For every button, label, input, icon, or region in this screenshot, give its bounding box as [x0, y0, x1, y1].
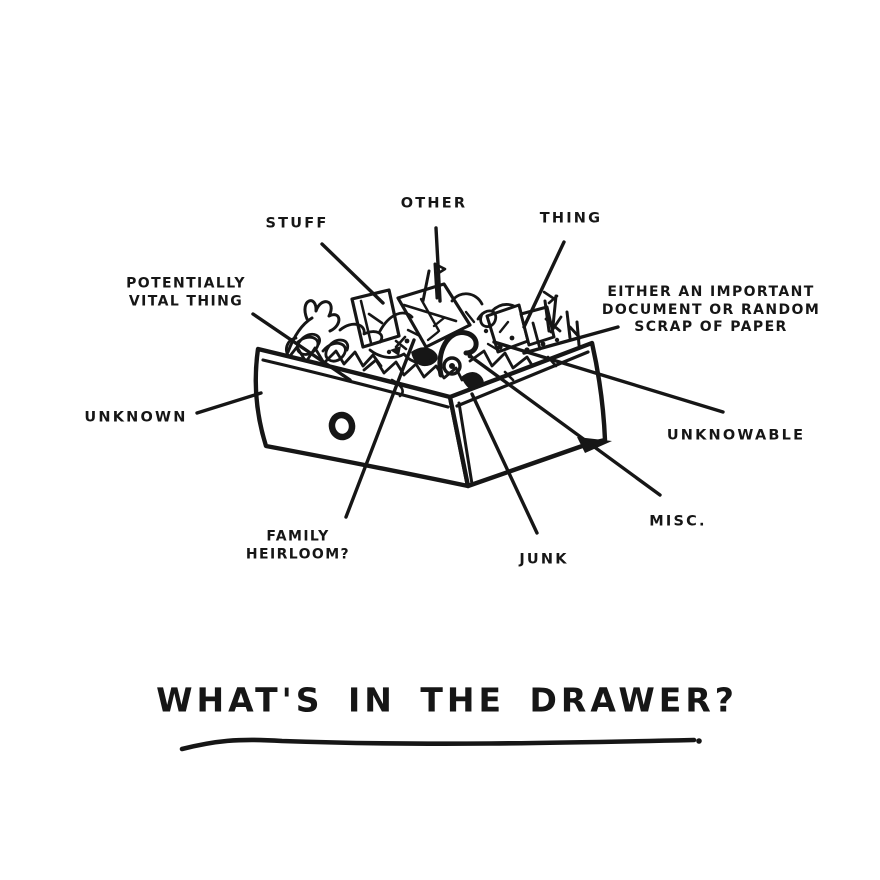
front-rim-inner-line: [261, 358, 450, 409]
label-unknowable: UNKNOWABLE: [666, 427, 806, 444]
leader-lines: [195, 226, 725, 535]
label-family-heirloom: FAMILY HEIRLOOM?: [246, 529, 350, 564]
leader-line-thing: [522, 240, 566, 329]
drawer-side-face: [447, 340, 608, 489]
label-line: POTENTIALLY: [126, 275, 246, 292]
leader-line-stuff: [320, 242, 385, 305]
leader-line-unknown: [195, 391, 263, 415]
leader-line-potentially-vital-thing: [251, 312, 352, 382]
label-stuff: STUFF: [265, 215, 329, 232]
label-unknown: UNKNOWN: [84, 409, 188, 426]
label-line: HEIRLOOM?: [245, 546, 351, 562]
leader-line-misc: [468, 354, 662, 497]
label-line: VITAL THING: [128, 293, 244, 309]
label-misc: MISC.: [649, 513, 707, 530]
leader-line-junk: [470, 392, 539, 535]
corner-post-inner-line: [457, 401, 474, 486]
leader-line-family-heirloom: [344, 338, 416, 519]
drawer-knob: [328, 411, 356, 441]
label-line: EITHER AN IMPORTANT: [607, 283, 815, 300]
label-line: SCRAP OF PAPER: [634, 318, 788, 335]
label-junk: JUNK: [519, 551, 569, 568]
page-title: WHAT'S IN THE DRAWER?: [156, 680, 738, 720]
label-other: OTHER: [400, 195, 468, 212]
leader-line-other: [434, 226, 442, 303]
label-either-document: EITHER AN IMPORTANT DOCUMENT OR RANDOM S…: [602, 284, 820, 337]
label-potentially-vital-thing: POTENTIALLY VITAL THING: [126, 276, 246, 311]
leader-line-either-document: [522, 325, 620, 355]
title-underline: [179, 737, 702, 752]
leader-line-unknowable: [492, 340, 725, 414]
drawer-front-face: [253, 346, 471, 489]
side-rim-inner-line: [455, 350, 590, 408]
label-line: FAMILY: [266, 528, 330, 545]
label-thing: THING: [539, 210, 603, 227]
label-line: DOCUMENT OR RANDOM: [601, 301, 821, 318]
